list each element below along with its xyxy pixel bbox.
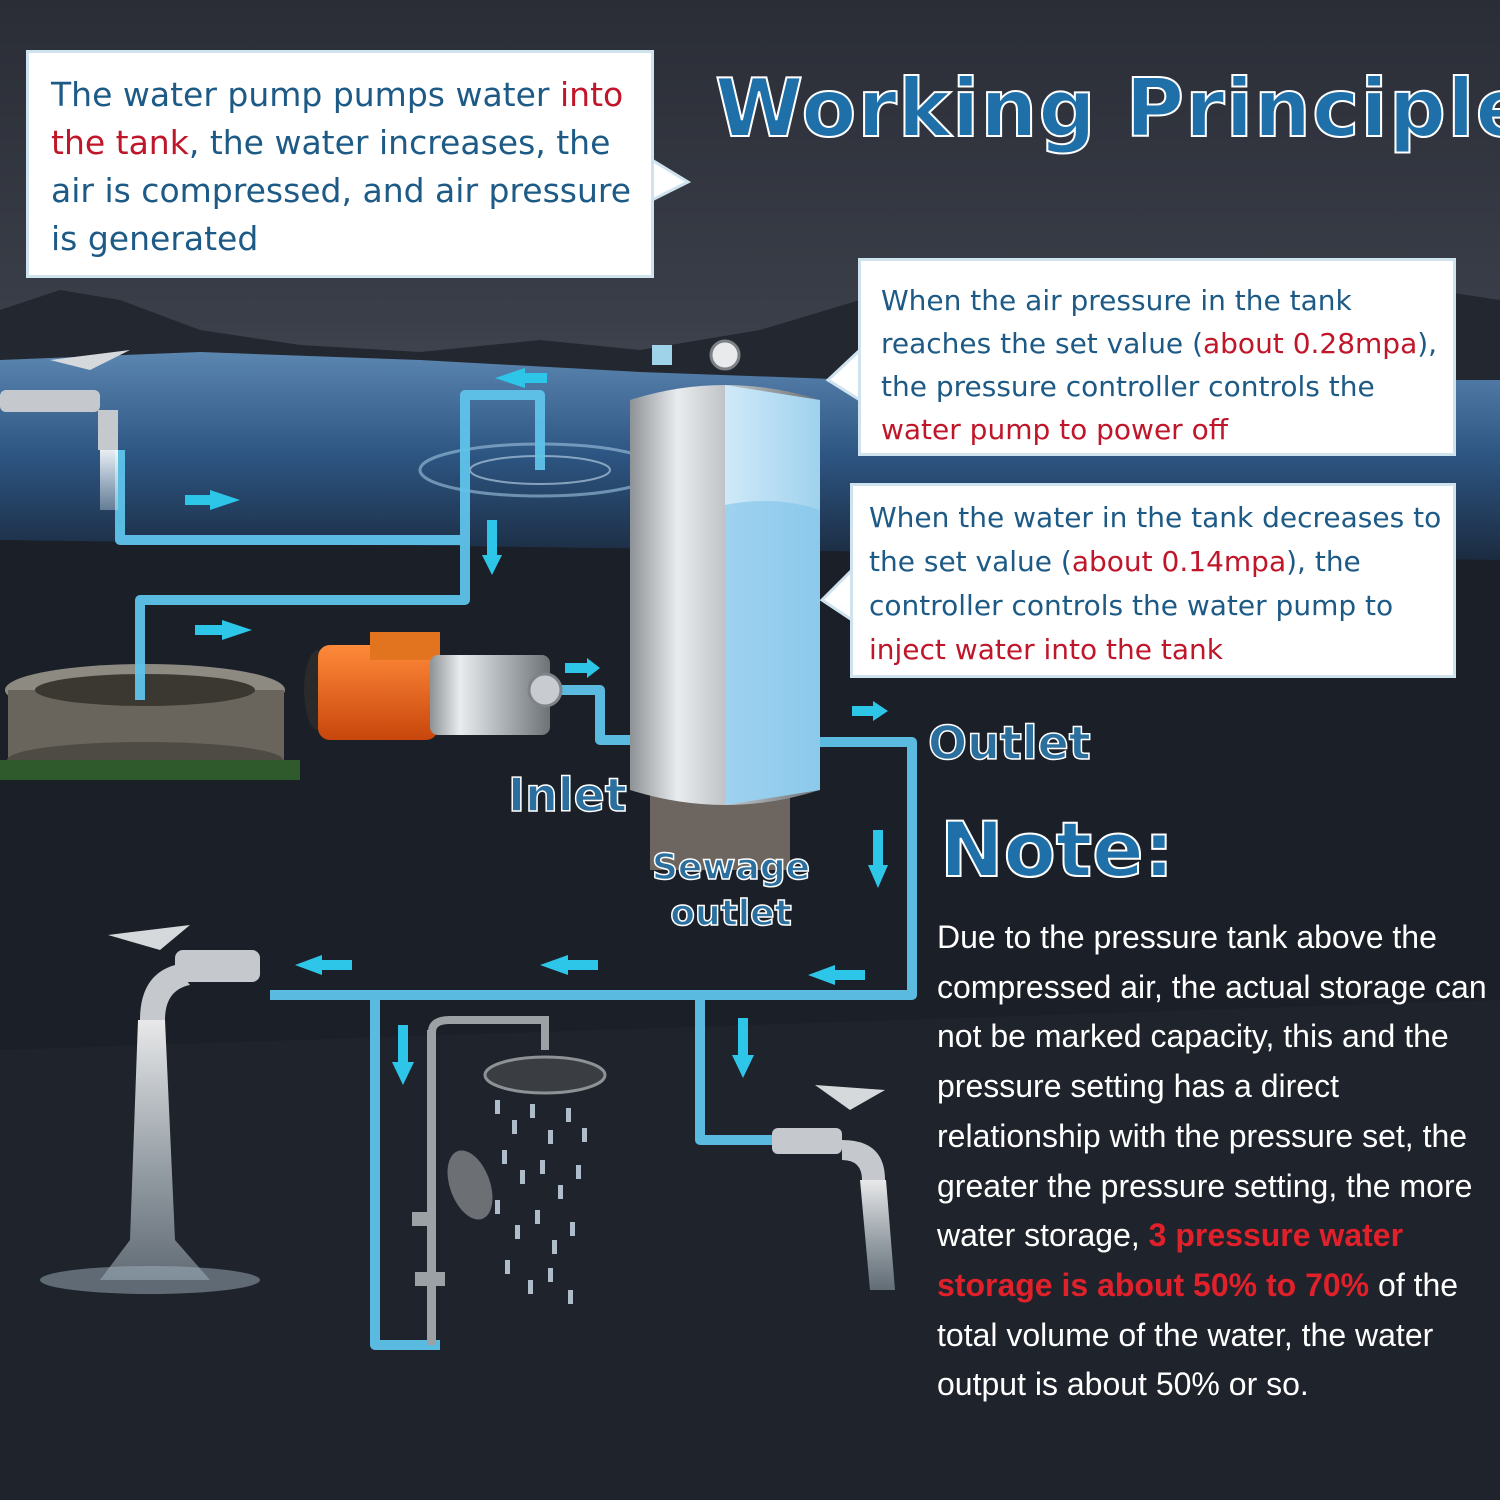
- faucet-icon: [0, 350, 130, 510]
- note-highlight: 3 pressure water storage is about 50% to…: [937, 1217, 1404, 1303]
- note-text: of the total volume of the water, the wa…: [937, 1266, 1459, 1403]
- note-text: Due to the pressure tank above the compr…: [937, 919, 1487, 1254]
- callout-text: ), the pressure controller controls the: [881, 327, 1438, 403]
- callout-pump-power-off: When the air pressure in the tank reache…: [858, 258, 1456, 456]
- callout-highlight: into the tank: [51, 75, 624, 162]
- sewage-outlet-label: Sewage outlet: [651, 846, 811, 935]
- inlet-label: Inlet: [507, 767, 627, 823]
- outlet-label: Outlet: [927, 715, 1091, 771]
- faucet-icon: [772, 1085, 895, 1290]
- shower-icon: [412, 1016, 607, 1345]
- callout-pump-fills-tank: The water pump pumps water into the tank…: [26, 50, 654, 278]
- pipes: [115, 390, 917, 1350]
- note-body: Due to the pressure tank above the compr…: [937, 913, 1493, 1410]
- callout-highlight: water pump to power off: [881, 413, 1229, 446]
- callout-highlight: about 0.28mpa: [1203, 327, 1418, 360]
- callout-pump-inject: When the water in the tank decreases to …: [850, 483, 1456, 678]
- page-title: Working Principle: [714, 61, 1500, 156]
- callout-highlight: about 0.14mpa: [1071, 545, 1287, 578]
- pressure-tank-icon: [630, 339, 820, 870]
- note-heading: Note:: [939, 804, 1175, 895]
- callout-text: , the water increases, the air is compre…: [51, 123, 632, 258]
- callout-text: When the water in the tank decreases to …: [869, 501, 1442, 578]
- faucet-icon: [40, 925, 260, 1294]
- water-pump-icon: [304, 632, 563, 740]
- callout-text: ), the controller controls the water pum…: [869, 545, 1394, 622]
- callout-text: The water pump pumps water: [51, 75, 560, 114]
- flow-arrow-icon: [185, 368, 888, 1085]
- well-icon: [0, 664, 300, 780]
- callout-highlight: inject water into the tank: [869, 633, 1223, 666]
- callout-text: When the air pressure in the tank reache…: [881, 284, 1352, 360]
